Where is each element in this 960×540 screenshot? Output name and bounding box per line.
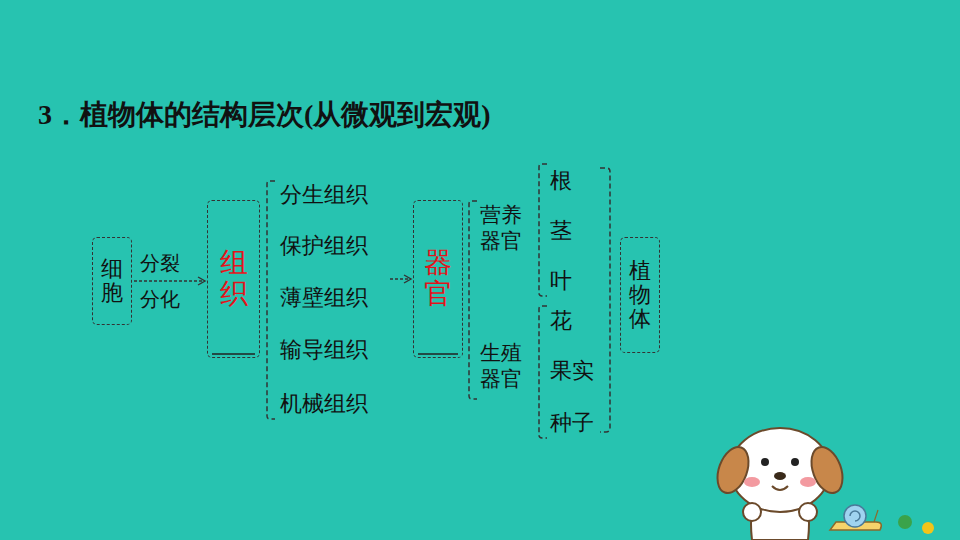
box-label: 组织: [220, 248, 248, 310]
arrow-label: 分裂 分化: [140, 245, 186, 317]
organ-type-list: 营养器官生殖器官: [468, 200, 532, 400]
tissue-list: 分生组织保护组织薄壁组织输导组织机械组织: [266, 180, 388, 420]
dashed-arrow: [134, 280, 205, 281]
list-item: 生殖器官: [480, 340, 524, 393]
decor-dot: [898, 515, 912, 529]
vegetative-organ-list: 根茎叶: [538, 163, 582, 297]
closing-bracket: [600, 168, 610, 432]
list-item: 分生组织: [280, 183, 368, 207]
blank-underline: [212, 353, 255, 355]
list-item: 机械组织: [280, 392, 368, 416]
bracket-line: [539, 306, 547, 438]
list-item: 叶: [550, 269, 572, 293]
bracket-line: [539, 164, 547, 296]
list-item: 花: [550, 309, 572, 333]
bracket-line: [469, 201, 477, 399]
list-item: 输导组织: [280, 338, 368, 362]
dashed-arrow: [390, 278, 411, 279]
list-item: 保护组织: [280, 234, 368, 258]
list-item: 根: [550, 169, 572, 193]
bracket-line: [267, 181, 275, 419]
tissue-box: 组织: [207, 200, 260, 358]
blank-underline: [418, 353, 458, 355]
cartoon-dog: [712, 428, 849, 540]
list-item: 茎: [550, 219, 572, 243]
slide-title: 3．植物体的结构层次(从微观到宏观): [38, 96, 491, 134]
box-label: 植物体: [629, 259, 651, 332]
decor-dot: [922, 522, 934, 534]
box-label: 器官: [424, 248, 452, 310]
plant-body-box: 植物体: [620, 237, 660, 353]
box-label: 细胞: [101, 257, 123, 305]
list-item: 果实: [550, 359, 594, 383]
reproductive-organ-list: 花果实种子: [538, 305, 600, 439]
snail: [830, 505, 881, 530]
list-item: 种子: [550, 411, 594, 435]
list-item: 薄壁组织: [280, 286, 368, 310]
list-item: 营养器官: [480, 202, 524, 255]
cell-box: 细胞: [92, 237, 132, 325]
organ-box: 器官: [413, 200, 463, 358]
